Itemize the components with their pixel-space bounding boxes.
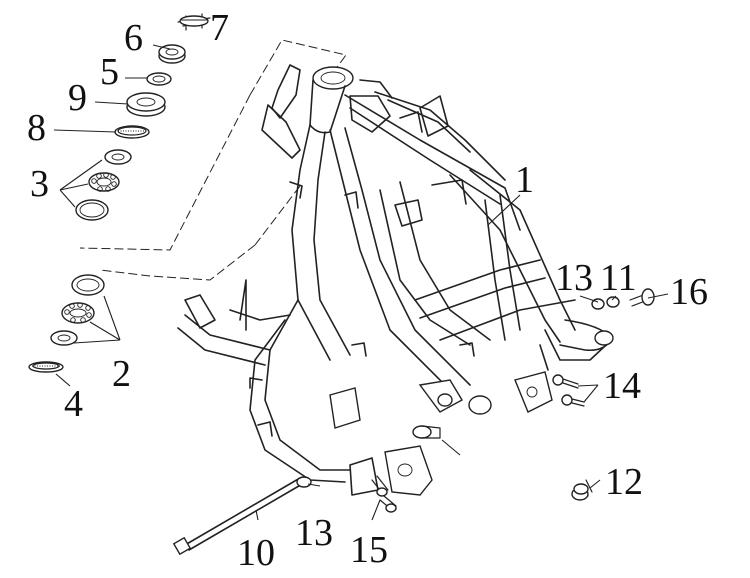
part-13-washer-lower [296, 476, 312, 488]
callout-11: 11 [600, 257, 637, 299]
part-4-seal [28, 361, 64, 373]
callout-9: 9 [68, 77, 87, 119]
part-16-bolt [629, 288, 655, 307]
callout-2: 2 [112, 353, 131, 395]
leader-lines [255, 194, 669, 521]
part-11-nut [606, 296, 620, 308]
part-12-bolt [571, 479, 593, 501]
callout-16: 16 [670, 271, 708, 313]
part-15-bolts [371, 475, 397, 513]
callout-12: 12 [605, 461, 643, 503]
main-frame [177, 64, 614, 496]
callout-15: 15 [350, 529, 388, 571]
part-10-long-bolt [172, 477, 305, 556]
callout-7: 7 [210, 7, 229, 49]
callout-5: 5 [100, 51, 119, 93]
part-14-bolts [552, 374, 585, 407]
part-2-race [71, 274, 105, 296]
assembly-guide-lines [79, 39, 347, 281]
part-7-clip [177, 13, 211, 31]
engine-mount-bolt [412, 425, 441, 439]
fasteners [172, 288, 655, 556]
part-3-bearing-upper [75, 149, 132, 221]
callout-1: 1 [515, 159, 534, 201]
steering-parts-lower [28, 274, 121, 387]
part-8-seal [114, 125, 150, 139]
callout-8: 8 [27, 107, 46, 149]
callout-6: 6 [124, 17, 143, 59]
part-2-bearing [50, 302, 95, 346]
callout-13-upper: 13 [555, 257, 593, 299]
part-5-washer [146, 72, 172, 86]
part-9-adjust-nut [126, 92, 166, 117]
callout-13-lower: 13 [295, 512, 333, 554]
callout-labels: 7 6 5 9 8 3 1 13 11 16 2 4 14 12 13 10 1… [27, 7, 708, 574]
callout-10: 10 [237, 532, 275, 574]
callout-3: 3 [30, 163, 49, 205]
callout-4: 4 [64, 383, 83, 425]
steering-parts-upper [53, 13, 211, 221]
callout-14: 14 [603, 365, 641, 407]
